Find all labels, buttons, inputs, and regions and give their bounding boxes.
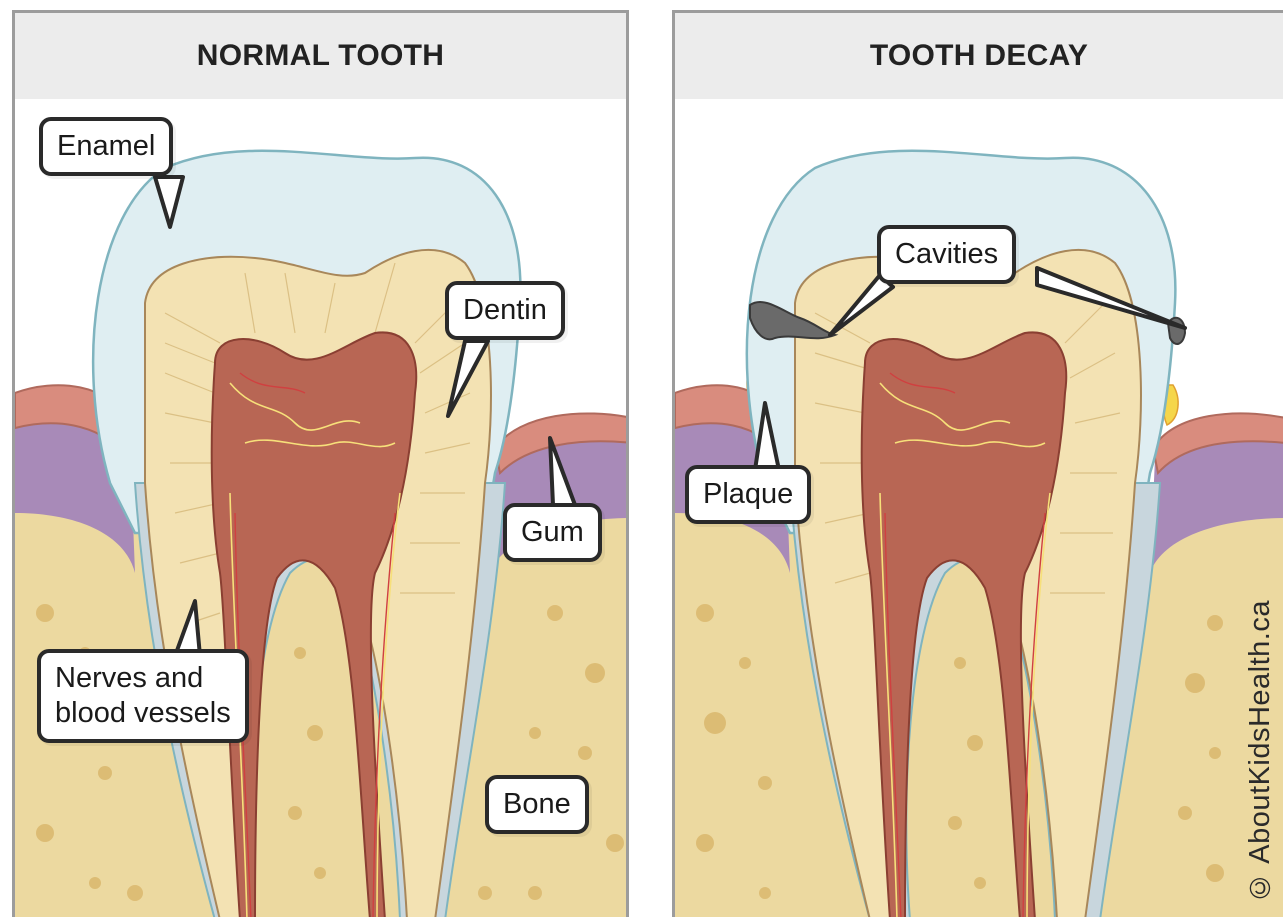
cavities-pointer-left (825, 275, 895, 340)
plaque-pointer (743, 398, 788, 473)
gum-label: Gum (503, 503, 602, 562)
cavities-pointer-right (1035, 263, 1195, 333)
plaque-label: Plaque (685, 465, 811, 524)
enamel-label-text: Enamel (57, 130, 155, 162)
enamel-label: Enamel (39, 117, 173, 176)
bone-label-text: Bone (503, 788, 571, 820)
dentin-pointer (443, 341, 503, 421)
copyright-text: © AboutKidsHealth.ca (1244, 600, 1277, 903)
dentin-label-text: Dentin (463, 294, 547, 326)
gum-label-text: Gum (521, 516, 584, 548)
normal-tooth-title: NORMAL TOOTH (15, 13, 626, 99)
cavities-label: Cavities (877, 225, 1016, 284)
enamel-pointer (145, 177, 195, 237)
gum-pointer (545, 433, 585, 508)
dentin-label: Dentin (445, 281, 565, 340)
normal-tooth-panel: NORMAL TOOTH (12, 10, 629, 917)
cavities-label-text: Cavities (895, 238, 998, 270)
bone-label: Bone (485, 775, 589, 834)
nerves-label-line2: blood vessels (55, 696, 231, 731)
nerves-label: Nerves and blood vessels (37, 649, 249, 743)
plaque-label-text: Plaque (703, 478, 793, 510)
nerves-label-line1: Nerves and (55, 661, 231, 696)
tooth-decay-panel: TOOTH DECAY (672, 10, 1283, 917)
tooth-decay-title: TOOTH DECAY (675, 13, 1283, 99)
